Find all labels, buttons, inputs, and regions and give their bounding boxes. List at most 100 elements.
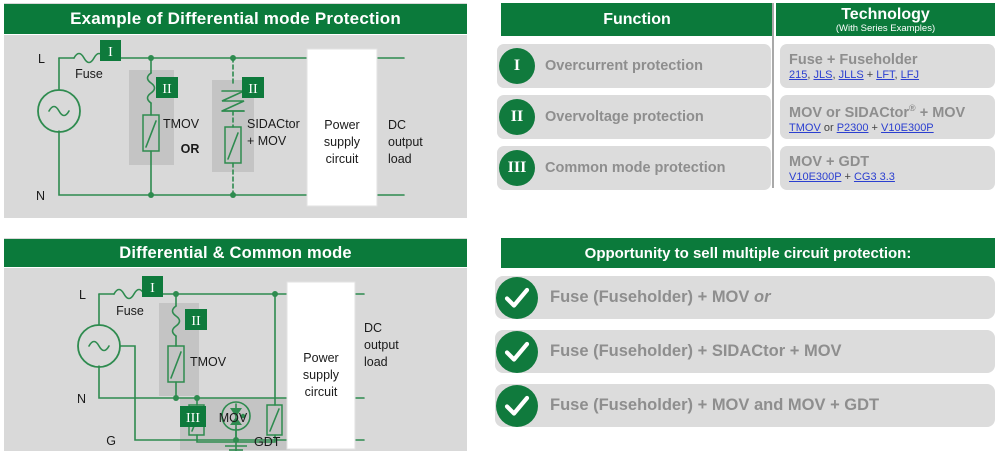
diagram2-title-bar: Differential & Common mode xyxy=(4,238,467,267)
header-technology-sub: (With Series Examples) xyxy=(835,22,936,34)
function-label: Common mode protection xyxy=(545,160,726,176)
out-line1: DC xyxy=(388,118,406,132)
check-icon xyxy=(496,330,538,373)
header-function-label: Function xyxy=(603,11,671,28)
technology-main: MOV or SIDACtor® + MOV xyxy=(789,103,966,121)
table-row: II Overvoltage protection xyxy=(497,95,771,139)
series-link[interactable]: LFT xyxy=(876,68,895,81)
out2-line2: output xyxy=(364,338,399,352)
numeral-badge: I xyxy=(499,48,535,84)
series-separator: + xyxy=(868,121,882,134)
badge2-III-text: III xyxy=(186,411,200,426)
earth-icon xyxy=(225,445,247,451)
diagram1-title-bar: Example of Differential mode Protection xyxy=(4,3,467,34)
label-tmov: TMOV xyxy=(163,117,200,131)
label-fuse: Fuse xyxy=(75,67,103,81)
technology-series[interactable]: 215, JLS, JLLS + LFT, LFJ xyxy=(789,69,987,82)
technology-main: MOV + GDT xyxy=(789,153,870,170)
series-separator: , xyxy=(894,68,901,81)
power-supply-box-2 xyxy=(286,281,356,450)
badge2-II-text: II xyxy=(191,314,201,329)
table-row: I Overcurrent protection xyxy=(497,44,771,88)
label2-tmov: TMOV xyxy=(190,355,227,369)
psu-line1: Power xyxy=(324,118,359,132)
numeral-badge: II xyxy=(499,99,535,135)
opportunity-item: Fuse (Fuseholder) + MOV or xyxy=(495,276,995,319)
check-icon xyxy=(496,384,538,427)
technology-series[interactable]: V10E300P + CG3 3.3 xyxy=(789,171,987,184)
series-link[interactable]: V10E300P xyxy=(789,170,842,183)
psu-line2: supply xyxy=(324,135,361,149)
technology-cell: Fuse + Fuseholder 215, JLS, JLLS + LFT, … xyxy=(780,44,995,88)
opportunity-item: Fuse (Fuseholder) + MOV and MOV + GDT xyxy=(495,384,995,427)
function-label: Overvoltage protection xyxy=(545,109,704,125)
series-link[interactable]: TMOV xyxy=(789,121,821,134)
psu-line3: circuit xyxy=(326,152,359,166)
badge-I: I xyxy=(100,40,121,61)
label-sidactor-mov: + MOV xyxy=(247,134,287,148)
technology-series[interactable]: TMOV or P2300 + V10E300P xyxy=(789,122,987,135)
label-sidactor: SIDACtor xyxy=(247,117,300,131)
junction-dots xyxy=(148,55,236,198)
out2-line1: DC xyxy=(364,321,382,335)
badge2-II: II xyxy=(185,309,207,330)
numeral-badge-text: III xyxy=(507,159,527,176)
out-line3: load xyxy=(388,152,412,166)
label2-L: L xyxy=(79,288,86,302)
out2-line3: load xyxy=(364,355,388,369)
badge2-I-text: I xyxy=(150,281,155,296)
series-link[interactable]: JLS xyxy=(813,68,833,81)
badge2-I: I xyxy=(142,276,163,297)
technology-main: Fuse + Fuseholder xyxy=(789,51,918,68)
technology-cell: MOV or SIDACtor® + MOV TMOV or P2300 + V… xyxy=(780,95,995,139)
series-link[interactable]: JLLS xyxy=(838,68,864,81)
badge2-III: III xyxy=(180,406,206,427)
opportunity-title: Opportunity to sell multiple circuit pro… xyxy=(584,244,912,262)
badge-II-b-text: II xyxy=(248,82,258,97)
series-link[interactable]: V10E300P xyxy=(881,121,934,134)
opportunity-item: Fuse (Fuseholder) + SIDACtor + MOV xyxy=(495,330,995,373)
numeral-badge-text: II xyxy=(510,108,524,125)
label2-mov: MOV xyxy=(219,411,248,425)
diagram1-svg: L N Fuse TMOV SIDACtor + MOV OR Power su… xyxy=(36,40,423,207)
junction-dots-2 xyxy=(173,291,278,443)
badge-II-a: II xyxy=(156,77,178,98)
series-separator: + xyxy=(863,68,877,81)
numeral-badge-text: I xyxy=(513,57,521,74)
label-L: L xyxy=(38,52,45,66)
series-link[interactable]: 215 xyxy=(789,68,808,81)
series-separator: , xyxy=(832,68,839,81)
label2-gdt: GDT xyxy=(254,435,281,449)
series-link[interactable]: CG3 3.3 xyxy=(853,170,895,183)
label2-G: G xyxy=(106,434,116,448)
series-link[interactable]: P2300 xyxy=(836,121,869,134)
function-label: Overcurrent protection xyxy=(545,58,703,74)
technology-cell: MOV + GDT V10E300P + CG3 3.3 xyxy=(780,146,995,190)
series-separator: , xyxy=(807,68,814,81)
diagram1-canvas: L N Fuse TMOV SIDACtor + MOV OR Power su… xyxy=(4,35,467,218)
badge-I-text: I xyxy=(108,45,113,60)
series-separator: or xyxy=(820,121,837,134)
badge-II-b: II xyxy=(242,77,264,98)
check-icon xyxy=(496,276,538,319)
psu2-line1: Power xyxy=(303,351,338,365)
badge-II-a-text: II xyxy=(162,82,172,97)
series-separator: + xyxy=(841,170,854,183)
label2-fuse: Fuse xyxy=(116,304,144,318)
psu2-line3: circuit xyxy=(305,385,338,399)
diagram2-svg: L N G Fuse TMOV MOV GDT Power supply cir… xyxy=(77,276,399,451)
gdt-symbol xyxy=(230,408,246,425)
diagram2-canvas: L N G Fuse TMOV MOV GDT Power supply cir… xyxy=(4,268,467,451)
diagram2-title: Differential & Common mode xyxy=(119,243,352,262)
opportunity-label: Fuse (Fuseholder) + SIDACtor + MOV xyxy=(550,342,842,360)
label2-N: N xyxy=(77,392,86,406)
power-supply-box xyxy=(306,48,378,207)
table-header-technology: Technology (With Series Examples) xyxy=(776,3,995,36)
header-technology-label: Technology xyxy=(841,5,930,23)
psu2-line2: supply xyxy=(303,368,340,382)
label-or: OR xyxy=(181,142,200,156)
table-row: III Common mode protection xyxy=(497,146,771,190)
series-link[interactable]: LFJ xyxy=(900,68,920,81)
out-line2: output xyxy=(388,135,423,149)
